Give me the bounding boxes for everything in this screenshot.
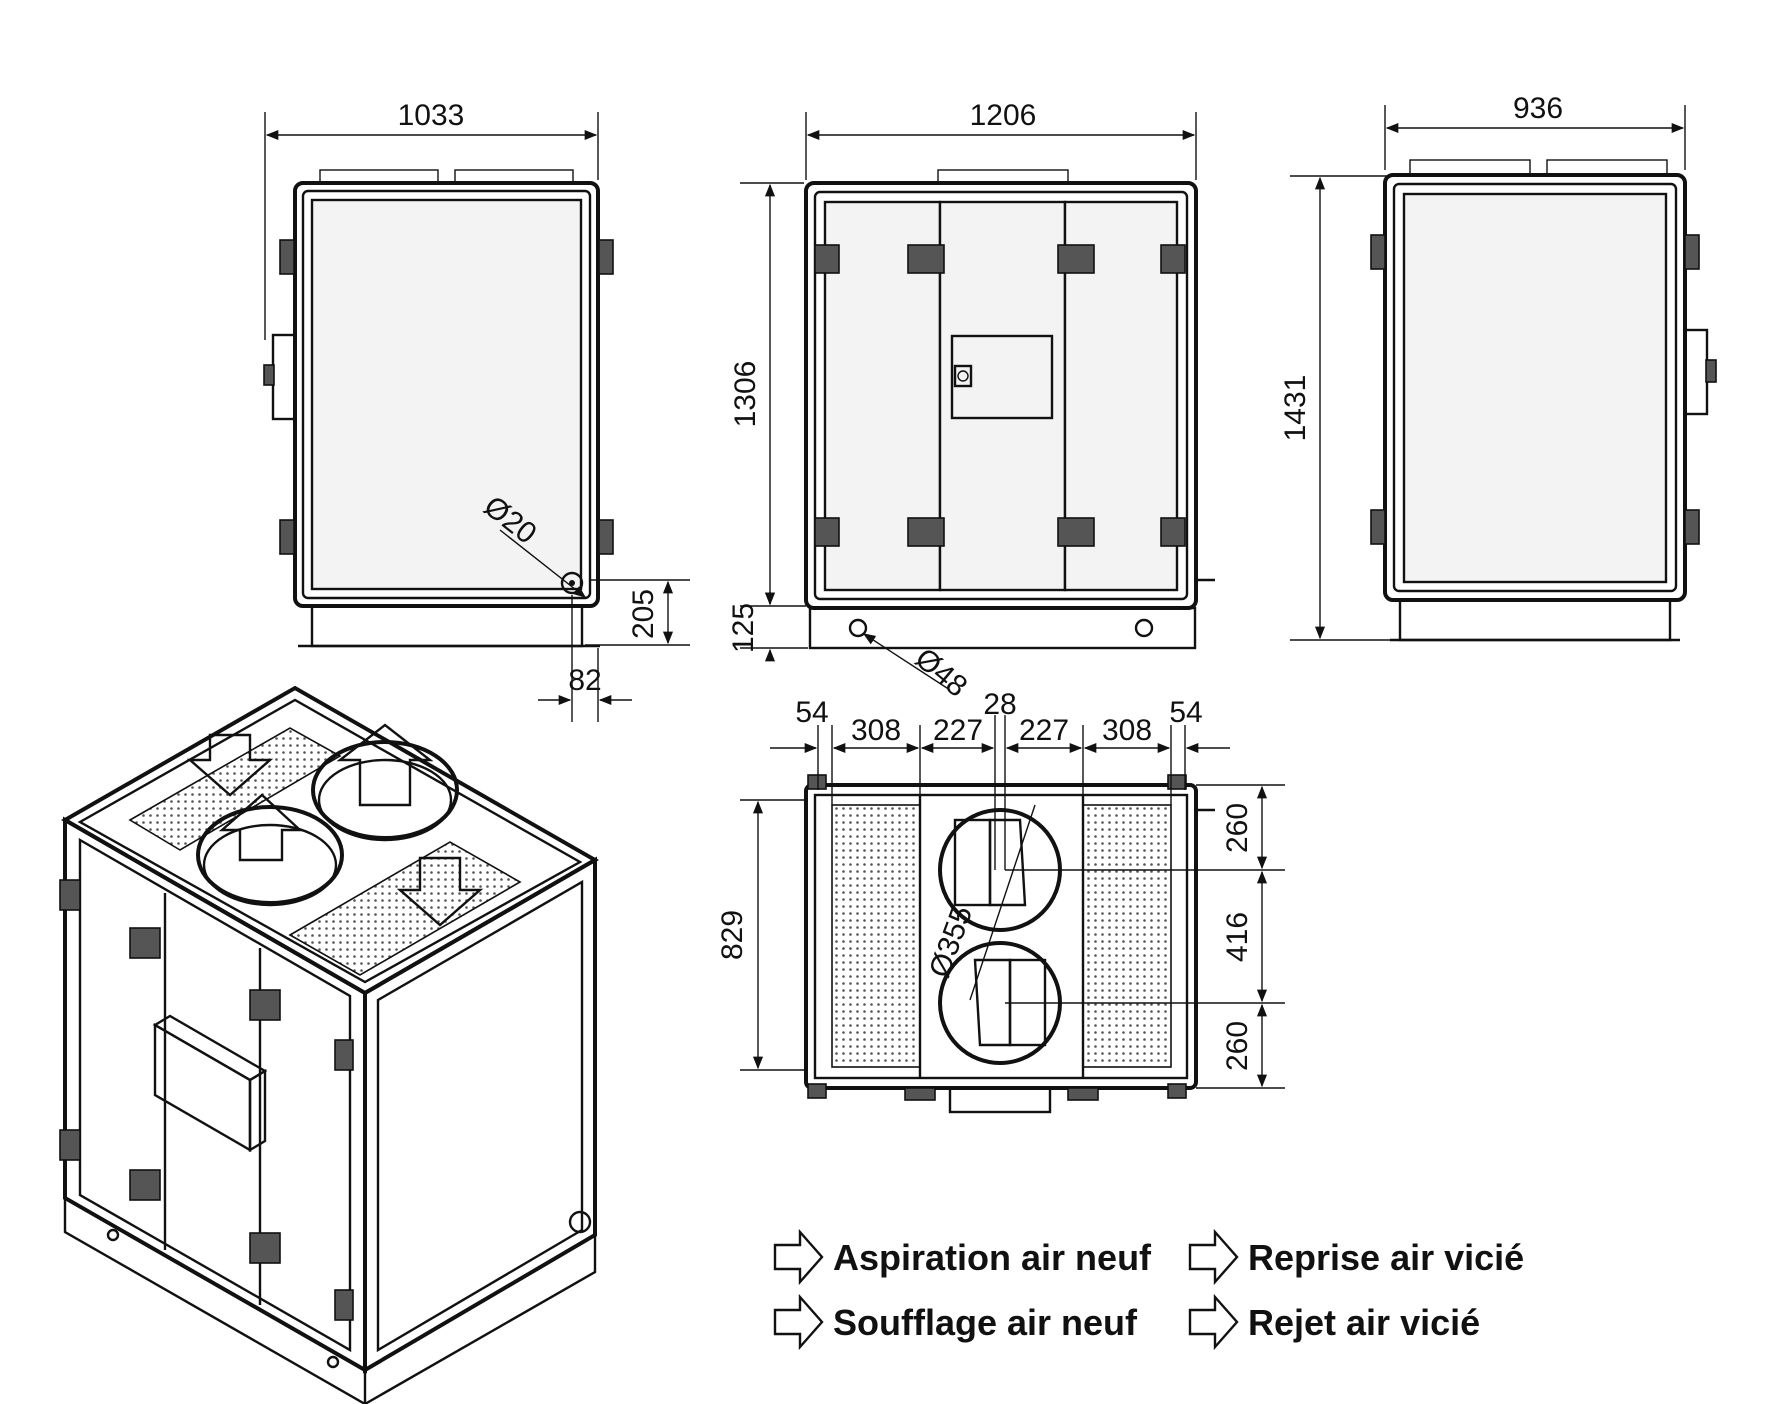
dim-top-227-right: 227 <box>1019 714 1069 747</box>
legend-label: Rejet air vicié <box>1248 1302 1480 1343</box>
arrow-grey-icon <box>1188 1293 1239 1351</box>
dim-back-height: 1306 <box>729 361 762 428</box>
dim-top-308-right: 308 <box>1102 714 1152 747</box>
dim-right-260-bottom: 260 <box>1221 1021 1254 1071</box>
legend-item-stale-air-exhaust: Rejet air vicié <box>1188 1293 1480 1351</box>
dim-side-width: 936 <box>1513 92 1563 125</box>
dim-top-54-right: 54 <box>1169 696 1202 729</box>
dim-right-260-top: 260 <box>1221 803 1254 853</box>
dim-drain-offset: 82 <box>568 664 601 697</box>
dim-base-hole-dia: Ø48 <box>909 642 974 704</box>
legend-label: Reprise air vicié <box>1248 1237 1524 1278</box>
dim-base-height: 125 <box>727 603 760 653</box>
legend-label: Aspiration air neuf <box>833 1237 1152 1278</box>
legend-label: Soufflage air neuf <box>833 1302 1138 1343</box>
dim-top-depth: 829 <box>716 910 749 960</box>
dim-front-width: 1033 <box>398 99 465 132</box>
side-view <box>1370 159 1717 642</box>
arrow-black-icon <box>1188 1228 1239 1286</box>
dim-top-308-left: 308 <box>851 714 901 747</box>
dim-back-width: 1206 <box>970 99 1037 132</box>
dim-top-227-left: 227 <box>933 714 983 747</box>
top-view <box>804 774 1215 1114</box>
arrow-hatched-icon <box>773 1293 824 1351</box>
arrow-outline-icon <box>773 1228 824 1286</box>
dim-top-54-left: 54 <box>795 696 828 729</box>
legend-item-fresh-air-supply: Soufflage air neuf <box>773 1293 1138 1351</box>
side-dimensions: 936 1431 <box>1279 92 1686 641</box>
dim-right-416: 416 <box>1221 912 1254 962</box>
dim-top-28: 28 <box>983 688 1016 721</box>
front-view <box>263 169 614 648</box>
legend-item-fresh-air-intake: Aspiration air neuf <box>773 1228 1152 1286</box>
back-view <box>804 169 1215 650</box>
legend: Aspiration air neuf Soufflage air neuf R… <box>773 1228 1524 1351</box>
dim-drain-height: 205 <box>627 589 660 639</box>
top-dimensions: 54 308 227 28 227 308 54 829 Ø355 260 41… <box>716 688 1285 1089</box>
dim-side-height: 1431 <box>1279 375 1312 442</box>
isometric-view <box>59 685 600 1404</box>
legend-item-stale-air-extract: Reprise air vicié <box>1188 1228 1524 1286</box>
dim-duct-dia: Ø355 <box>923 902 979 982</box>
